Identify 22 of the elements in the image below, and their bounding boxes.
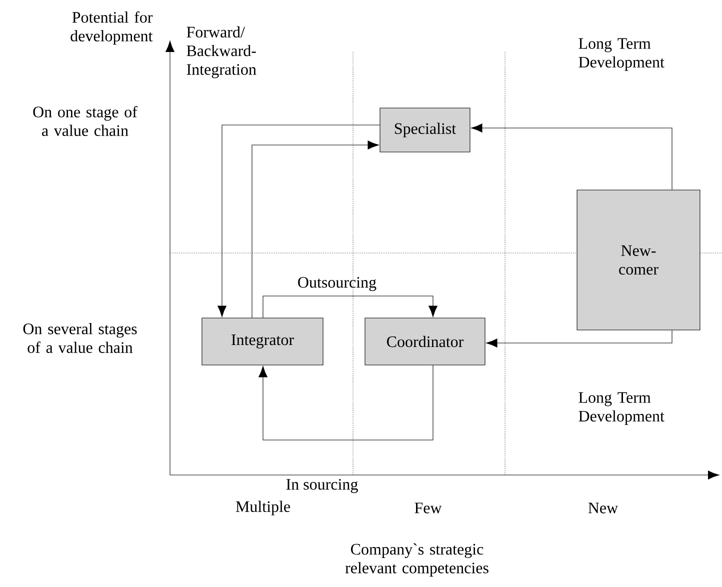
box: Specialist (380, 108, 470, 152)
box: Coordinator (364, 318, 486, 366)
arrow (471, 124, 672, 190)
axis-label: Long Term Development (578, 392, 664, 425)
axis-label: Few (414, 502, 442, 514)
axis-label: On several stages of a value chain (23, 323, 137, 353)
axis-label: On one stage of a value chain (33, 106, 138, 136)
arrow (258, 364, 434, 440)
edge-label: Outsourcing (298, 276, 376, 292)
arrow (252, 140, 379, 318)
box: New-comer (576, 190, 700, 330)
axis-label: Long Term Development (578, 38, 664, 71)
axis-label: Multiple (236, 500, 290, 516)
arrow (486, 330, 672, 348)
arrow (262, 296, 438, 318)
axis-label: Company`s strategic relevant competencies (345, 543, 488, 577)
axis-label: New (588, 502, 618, 514)
box: Integrator (202, 318, 324, 366)
axis-label: Potential for development (70, 11, 153, 45)
arrow (218, 124, 380, 317)
edge-label: In sourcing (286, 478, 358, 494)
axis-label: Forward/ Backward-Integration (186, 26, 256, 78)
